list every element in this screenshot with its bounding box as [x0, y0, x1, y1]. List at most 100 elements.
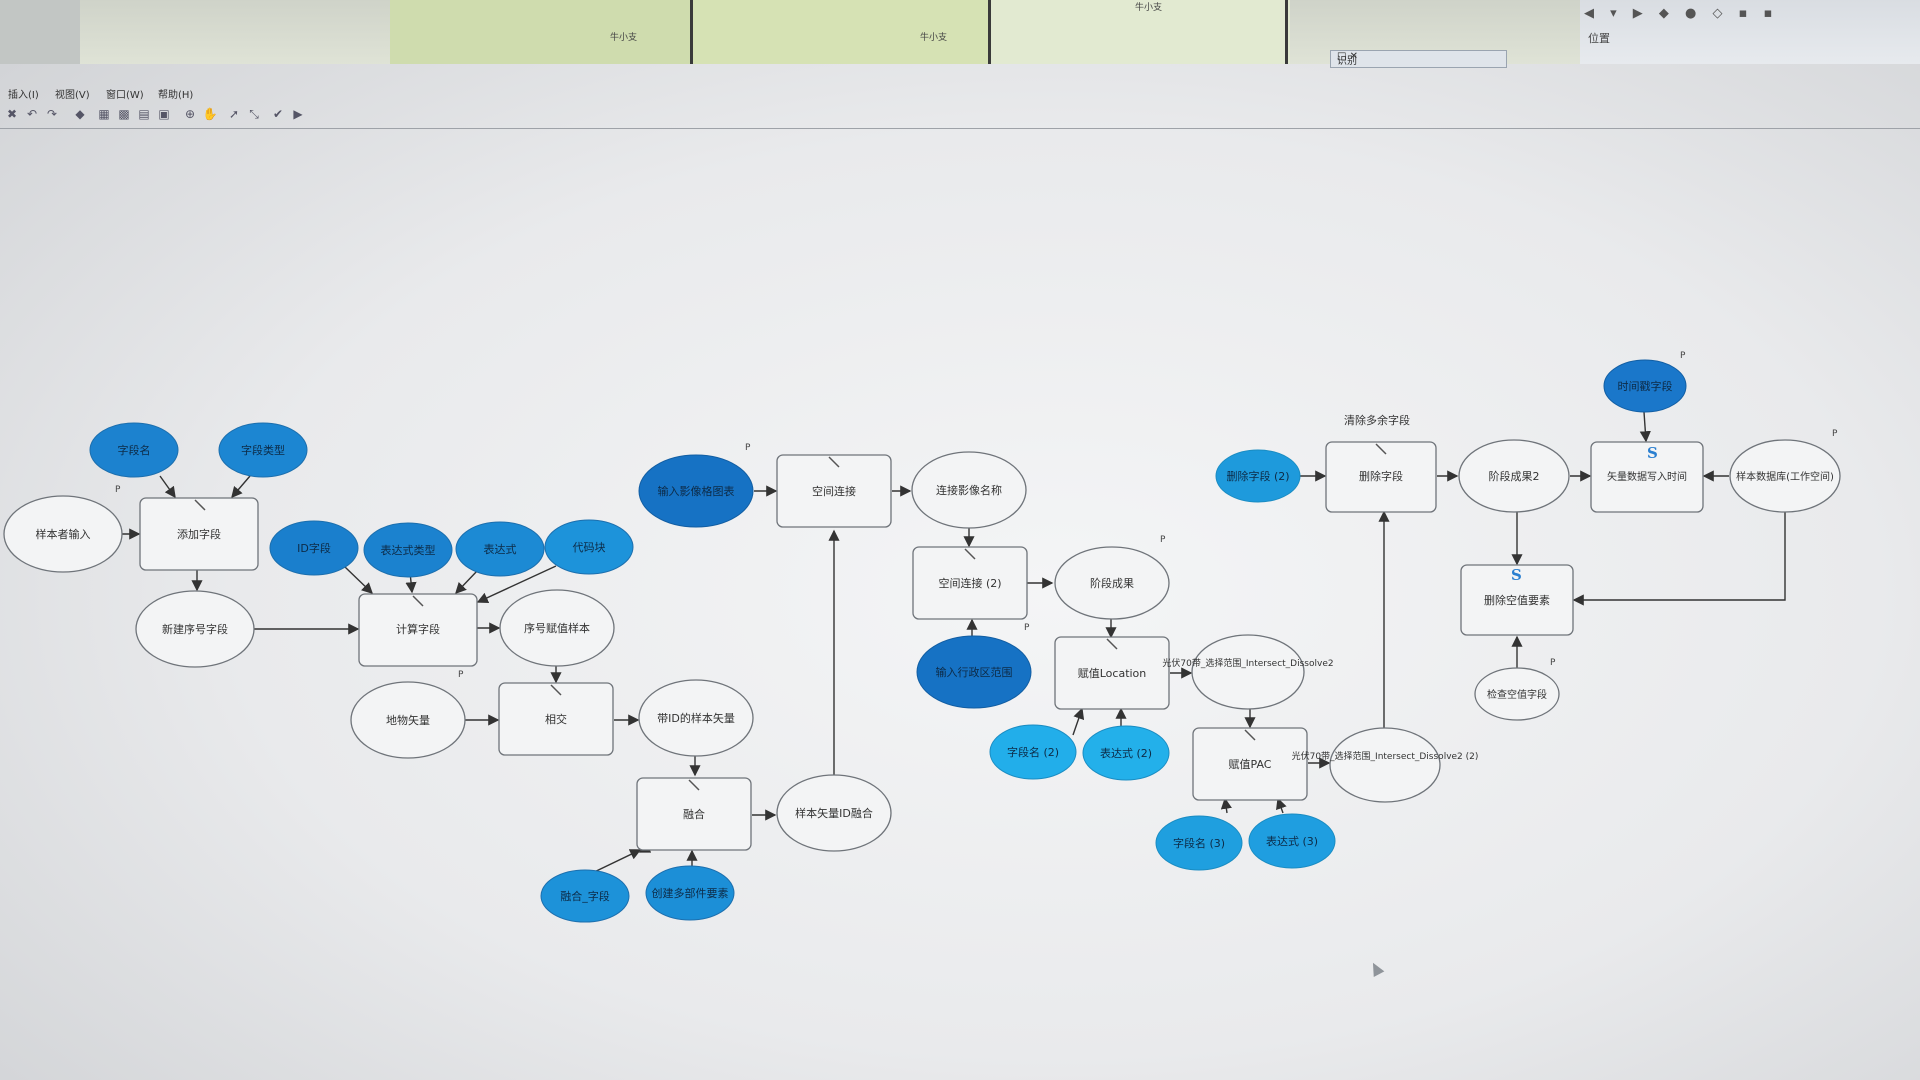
var-expression-2[interactable]	[1082, 725, 1170, 781]
data-pv-intersect[interactable]	[1191, 634, 1305, 710]
label-delete-field-2: 删除字段 (2)	[1226, 469, 1289, 483]
hammer-icon	[194, 499, 206, 511]
script-icon: S	[1647, 444, 1658, 462]
data-join-image-name[interactable]	[911, 451, 1027, 529]
var-timestamp-field[interactable]	[1603, 359, 1687, 413]
grid-icon[interactable]: ▤	[138, 107, 150, 121]
var-field-name-3[interactable]	[1155, 815, 1243, 871]
tool-delete-null[interactable]	[1460, 564, 1574, 636]
input-variables[interactable]	[89, 359, 1687, 923]
tool-nodes[interactable]	[139, 441, 1704, 851]
tool-spatial-join[interactable]	[776, 454, 892, 528]
var-multipart[interactable]	[645, 865, 735, 921]
add-data-icon[interactable]: ◆	[75, 107, 85, 121]
tool-add-field[interactable]	[139, 497, 259, 571]
data-sample-db[interactable]	[1729, 439, 1841, 513]
node-labels: 样本者输入 添加字段 新建序号字段 字段名 字段类型 ID字段 表达式类型 表达…	[36, 379, 1834, 903]
data-stage-result[interactable]	[1054, 546, 1170, 620]
menu-insert[interactable]: 插入(I)	[8, 90, 39, 101]
delete-icon[interactable]: ✖	[6, 107, 18, 121]
pan-icon[interactable]: ✋	[202, 107, 218, 121]
var-id-field[interactable]	[269, 520, 359, 576]
label-sample-db: 样本数据库(工作空间)	[1736, 470, 1834, 483]
full-extent-icon[interactable]: ▩	[118, 107, 130, 121]
derived-nodes[interactable]	[3, 439, 1841, 852]
data-check-null-field[interactable]	[1474, 667, 1560, 721]
var-delete-field-2[interactable]	[1215, 449, 1301, 503]
tool-calculate-field[interactable]	[358, 593, 478, 667]
connect-icon[interactable]: ⤡	[249, 107, 259, 121]
validate-icon[interactable]: ✔	[272, 107, 284, 121]
data-sample-input[interactable]	[3, 495, 123, 573]
var-field-name[interactable]	[89, 422, 179, 478]
var-expression[interactable]	[455, 521, 545, 577]
nav-arrow-icons[interactable]: ◀ ▾ ▶ ◆ ● ◇ ▪ ▪	[1584, 6, 1779, 21]
label-timestamp-field: 时间戳字段	[1618, 379, 1673, 393]
label-check-null-field: 检查空值字段	[1487, 688, 1547, 701]
label-assign-location: 赋值Location	[1078, 667, 1147, 680]
data-sample-with-id[interactable]	[638, 679, 754, 757]
label-seq-assigned: 序号赋值样本	[524, 621, 590, 635]
hammer-icon	[550, 684, 562, 696]
model-toolbar: ✖ ↶ ↷ ◆ ▦ ▩ ▤ ▣ ⊕ ✋ ➚ ⤡ ✔ ▶	[0, 104, 320, 126]
fixed-zoom-icon[interactable]: ▣	[158, 107, 170, 121]
label-stage-result: 阶段成果	[1090, 576, 1134, 590]
menu-help[interactable]: 帮助(H)	[158, 90, 194, 101]
tool-spatial-join-2[interactable]	[912, 546, 1028, 620]
map-label: 牛小支	[1135, 3, 1163, 13]
hammer-icons	[194, 443, 1387, 791]
var-expression-3[interactable]	[1248, 813, 1336, 869]
label-delete-null: 删除空值要素	[1484, 593, 1550, 607]
var-field-type[interactable]	[218, 422, 308, 478]
tool-delete-field[interactable]	[1325, 441, 1437, 513]
tool-assign-pac[interactable]	[1192, 727, 1308, 801]
undo-icon[interactable]: ↶	[26, 107, 38, 121]
label-field-name: 字段名	[118, 443, 151, 457]
identify-panel-title[interactable]: 识别 □ ✕	[1330, 50, 1507, 68]
param-mark: P	[1160, 535, 1166, 545]
label-field-name-3: 字段名 (3)	[1173, 836, 1225, 850]
data-new-seq-field[interactable]	[135, 590, 255, 668]
zoom-in-icon[interactable]: ⊕	[184, 107, 196, 121]
label-intersect: 相交	[545, 712, 567, 726]
label-join-image-name: 连接影像名称	[936, 483, 1002, 497]
menu-view[interactable]: 视图(V)	[55, 90, 90, 101]
tool-intersect[interactable]	[498, 682, 614, 756]
param-mark: P	[458, 670, 464, 680]
connectors	[122, 411, 1786, 876]
run-icon[interactable]: ▶	[293, 107, 303, 121]
label-feature-vector: 地物矢量	[386, 713, 430, 727]
data-sample-id-dissolve[interactable]	[776, 774, 892, 852]
menu-window[interactable]: 窗口(W)	[106, 90, 144, 101]
label-field-type: 字段类型	[241, 443, 285, 457]
var-expression-type[interactable]	[363, 522, 453, 578]
var-dissolve-field[interactable]	[540, 869, 630, 923]
label-pv-intersect: 光伏70带_选择范围_Intersect_Dissolve2	[1162, 657, 1333, 669]
var-input-image-index[interactable]	[638, 454, 754, 528]
hammer-icon	[828, 456, 840, 468]
label-dissolve: 融合	[683, 807, 705, 821]
label-dissolve-field: 融合_字段	[560, 889, 610, 903]
close-icon[interactable]: □ ✕	[1337, 51, 1359, 62]
var-input-admin-extent[interactable]	[916, 635, 1032, 709]
data-seq-assigned[interactable]	[499, 589, 615, 667]
tool-write-time[interactable]	[1590, 441, 1704, 513]
auto-layout-icon[interactable]: ▦	[98, 107, 110, 121]
data-stage-result-2[interactable]	[1458, 439, 1570, 513]
label-delete-field: 删除字段	[1359, 469, 1403, 483]
data-pv-intersect-2[interactable]	[1329, 727, 1441, 803]
redo-icon[interactable]: ↷	[46, 107, 58, 121]
var-field-name-2[interactable]	[989, 724, 1077, 780]
var-code-block[interactable]	[544, 519, 634, 575]
select-icon[interactable]: ➚	[228, 107, 240, 121]
label-id-field: ID字段	[297, 541, 331, 555]
label-multipart: 创建多部件要素	[652, 886, 729, 900]
map-view[interactable]: 牛小支 牛小支 牛小支	[390, 0, 1290, 64]
label-expression-3: 表达式 (3)	[1266, 834, 1318, 848]
tool-assign-location[interactable]	[1054, 636, 1170, 710]
label-write-time: 矢量数据写入时间	[1607, 470, 1687, 483]
hammer-icon	[688, 779, 700, 791]
data-feature-vector[interactable]	[350, 681, 466, 759]
tool-dissolve[interactable]	[636, 777, 752, 851]
